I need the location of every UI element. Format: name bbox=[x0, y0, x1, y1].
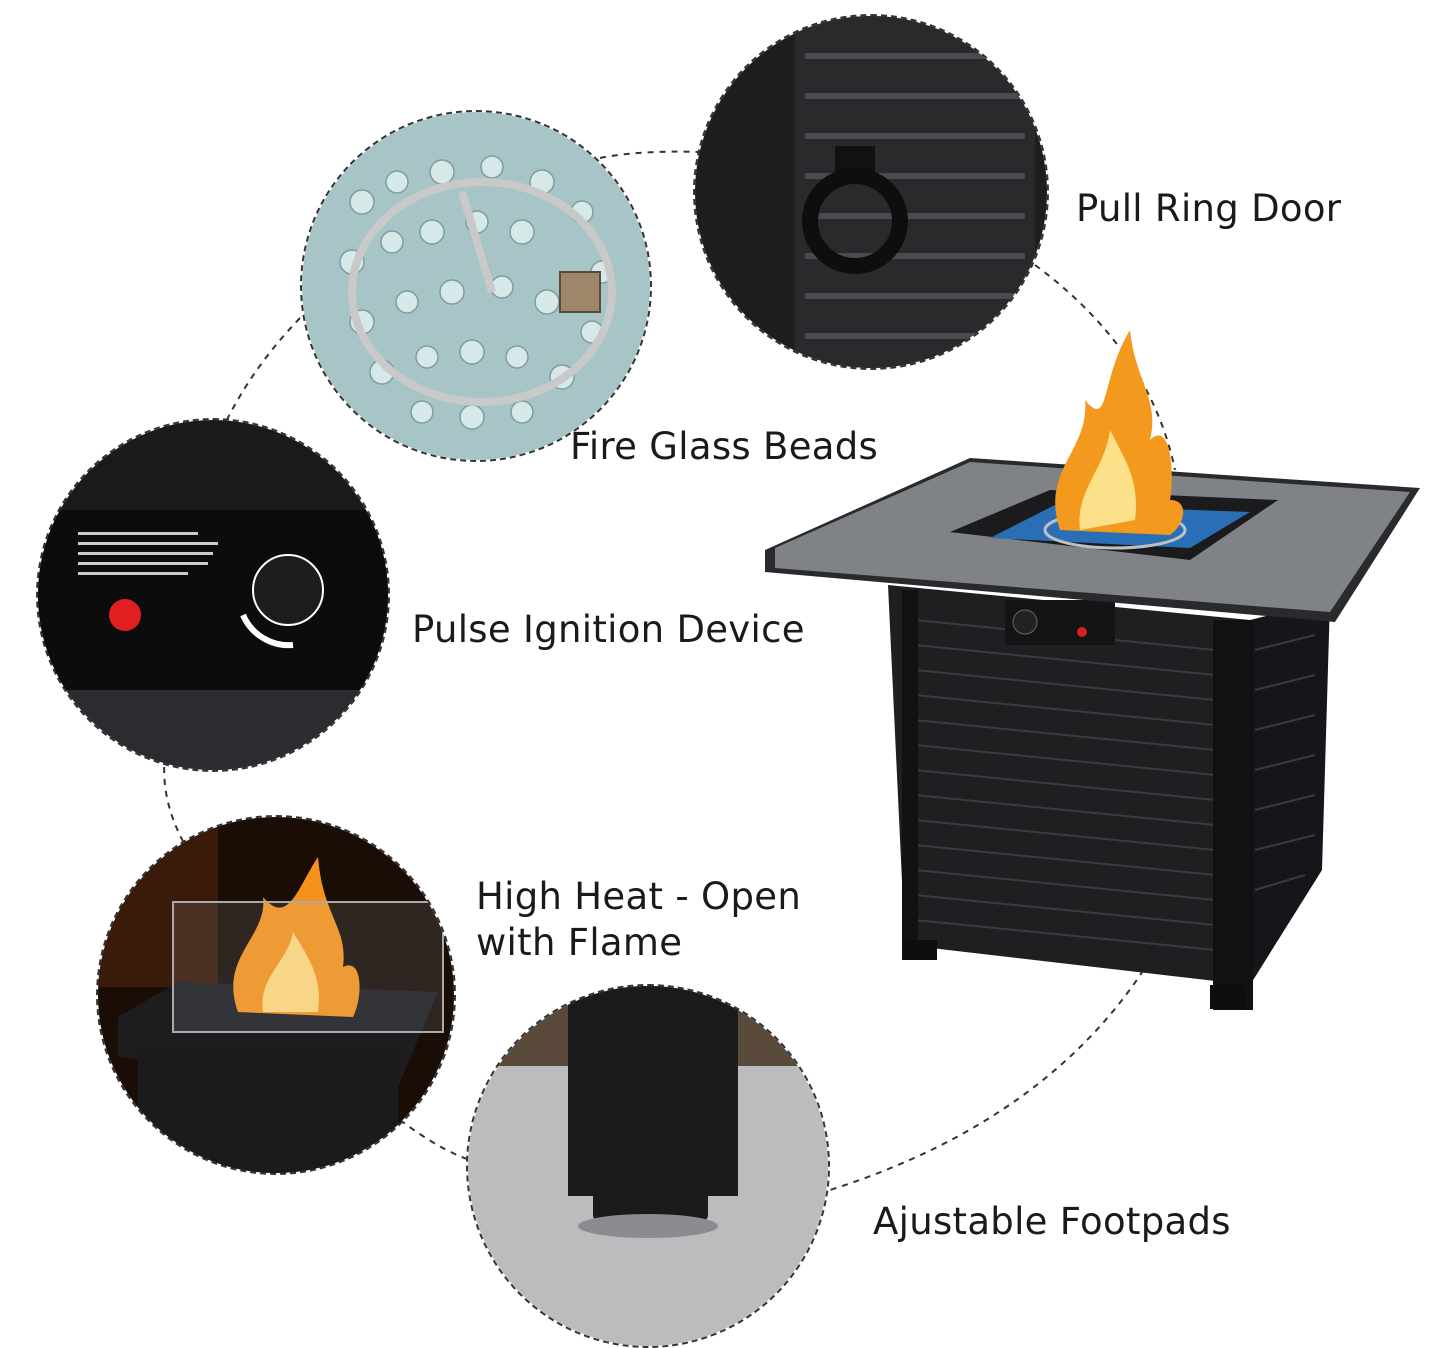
pull-ring-door-detail bbox=[693, 14, 1049, 370]
feature-label-pulse-ignition-device: Pulse Ignition Device bbox=[412, 608, 805, 651]
feature-label-pull-ring-door: Pull Ring Door bbox=[1076, 187, 1342, 230]
feature-label-high-heat: High Heat - Open with Flame bbox=[476, 875, 802, 964]
feature-label-adjustable-footpads: Ajustable Footpads bbox=[873, 1200, 1231, 1243]
high-heat-flame-detail bbox=[96, 815, 456, 1175]
adjustable-footpads-detail bbox=[466, 984, 830, 1348]
pulse-ignition-detail bbox=[36, 418, 390, 772]
fire-glass-beads-detail bbox=[300, 110, 652, 462]
feature-label-fire-glass-beads: Fire Glass Beads bbox=[570, 425, 879, 468]
